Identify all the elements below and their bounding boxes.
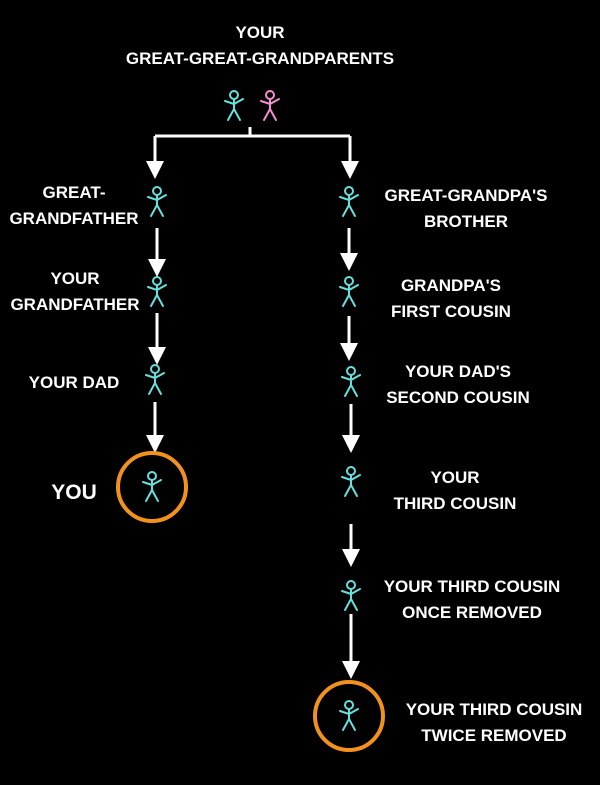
grandfather-label: YOUR GRANDFATHER xyxy=(10,269,140,314)
highlight-circle-you xyxy=(116,451,188,523)
great-great-grandmother-figure-icon xyxy=(260,90,280,121)
you-label: YOU xyxy=(51,481,97,504)
third-cousin-twice-removed-label: YOUR THIRD COUSIN TWICE REMOVED xyxy=(405,700,583,745)
third-cousin-once-removed-figure-icon xyxy=(341,580,361,611)
grandpas-first-cousin-figure-icon xyxy=(339,276,359,307)
great-great-grandfather-figure-icon xyxy=(224,90,244,121)
dads-second-cousin-label: YOUR DAD'S SECOND COUSIN xyxy=(386,362,530,407)
top-ancestors-label: YOUR GREAT-GREAT-GRANDPARENTS xyxy=(125,23,395,68)
third-cousin-figure-icon xyxy=(341,466,361,497)
great-grandpas-brother-label: GREAT-GRANDPA'S BROTHER xyxy=(384,186,548,231)
highlight-circle-third-cousin-twice-removed xyxy=(313,680,385,752)
third-cousin-label: YOUR THIRD COUSIN xyxy=(393,468,517,513)
great-grandfather-figure-icon xyxy=(147,186,167,217)
grandpas-first-cousin-label: GRANDPA'S FIRST COUSIN xyxy=(391,276,511,321)
you-figure-icon xyxy=(142,471,162,502)
dad-label: YOUR DAD xyxy=(28,373,120,392)
third-cousin-once-removed-label: YOUR THIRD COUSIN ONCE REMOVED xyxy=(383,577,561,622)
dads-second-cousin-figure-icon xyxy=(341,366,361,397)
connector-top-left xyxy=(155,127,252,138)
grandfather-figure-icon xyxy=(147,276,167,307)
dad-figure-icon xyxy=(145,364,165,395)
great-grandfather-label: GREAT- GRANDFATHER xyxy=(9,183,139,228)
great-grandpas-brother-figure-icon xyxy=(339,186,359,217)
third-cousin-twice-removed-figure-icon xyxy=(339,700,359,731)
